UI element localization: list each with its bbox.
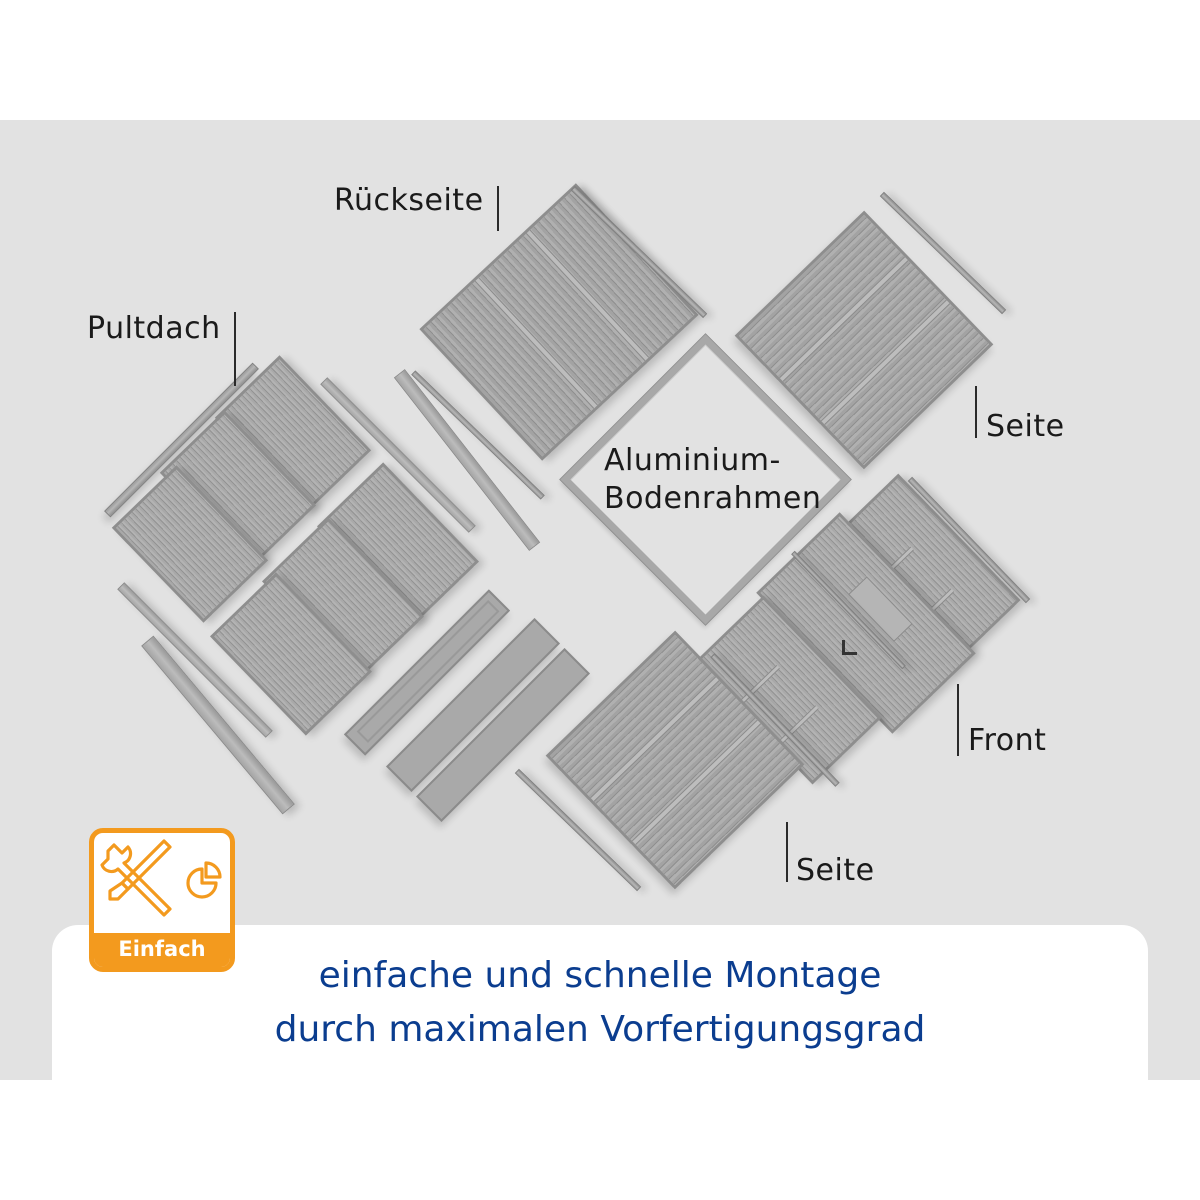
tools-icon	[100, 839, 222, 917]
label-pultdach: Pultdach	[87, 311, 221, 346]
pie-chart-icon	[186, 861, 222, 899]
badge-label: Einfach	[94, 933, 230, 967]
label-seite-bottom: Seite	[796, 853, 875, 888]
wrench-icon	[100, 843, 172, 917]
label-rueckseite-tick	[497, 186, 499, 231]
label-front: Front	[968, 723, 1047, 758]
label-aluminium-line2: Bodenrahmen	[604, 481, 822, 516]
einfach-badge: Einfach	[89, 828, 235, 972]
label-pultdach-tick	[234, 312, 236, 386]
screwdriver-icon	[108, 839, 172, 901]
label-front-tick	[957, 684, 959, 756]
label-rueckseite: Rückseite	[334, 183, 484, 218]
label-aluminium-line1: Aluminium-	[604, 443, 781, 478]
door-handle-icon	[842, 640, 857, 655]
tagline-line-2: durch maximalen Vorfertigungsgrad	[274, 1009, 926, 1050]
label-seite-top: Seite	[986, 409, 1065, 444]
label-seite-top-tick	[975, 386, 977, 438]
label-seite-bottom-tick	[786, 822, 788, 882]
tagline-line-1: einfache und schnelle Montage	[318, 955, 882, 996]
